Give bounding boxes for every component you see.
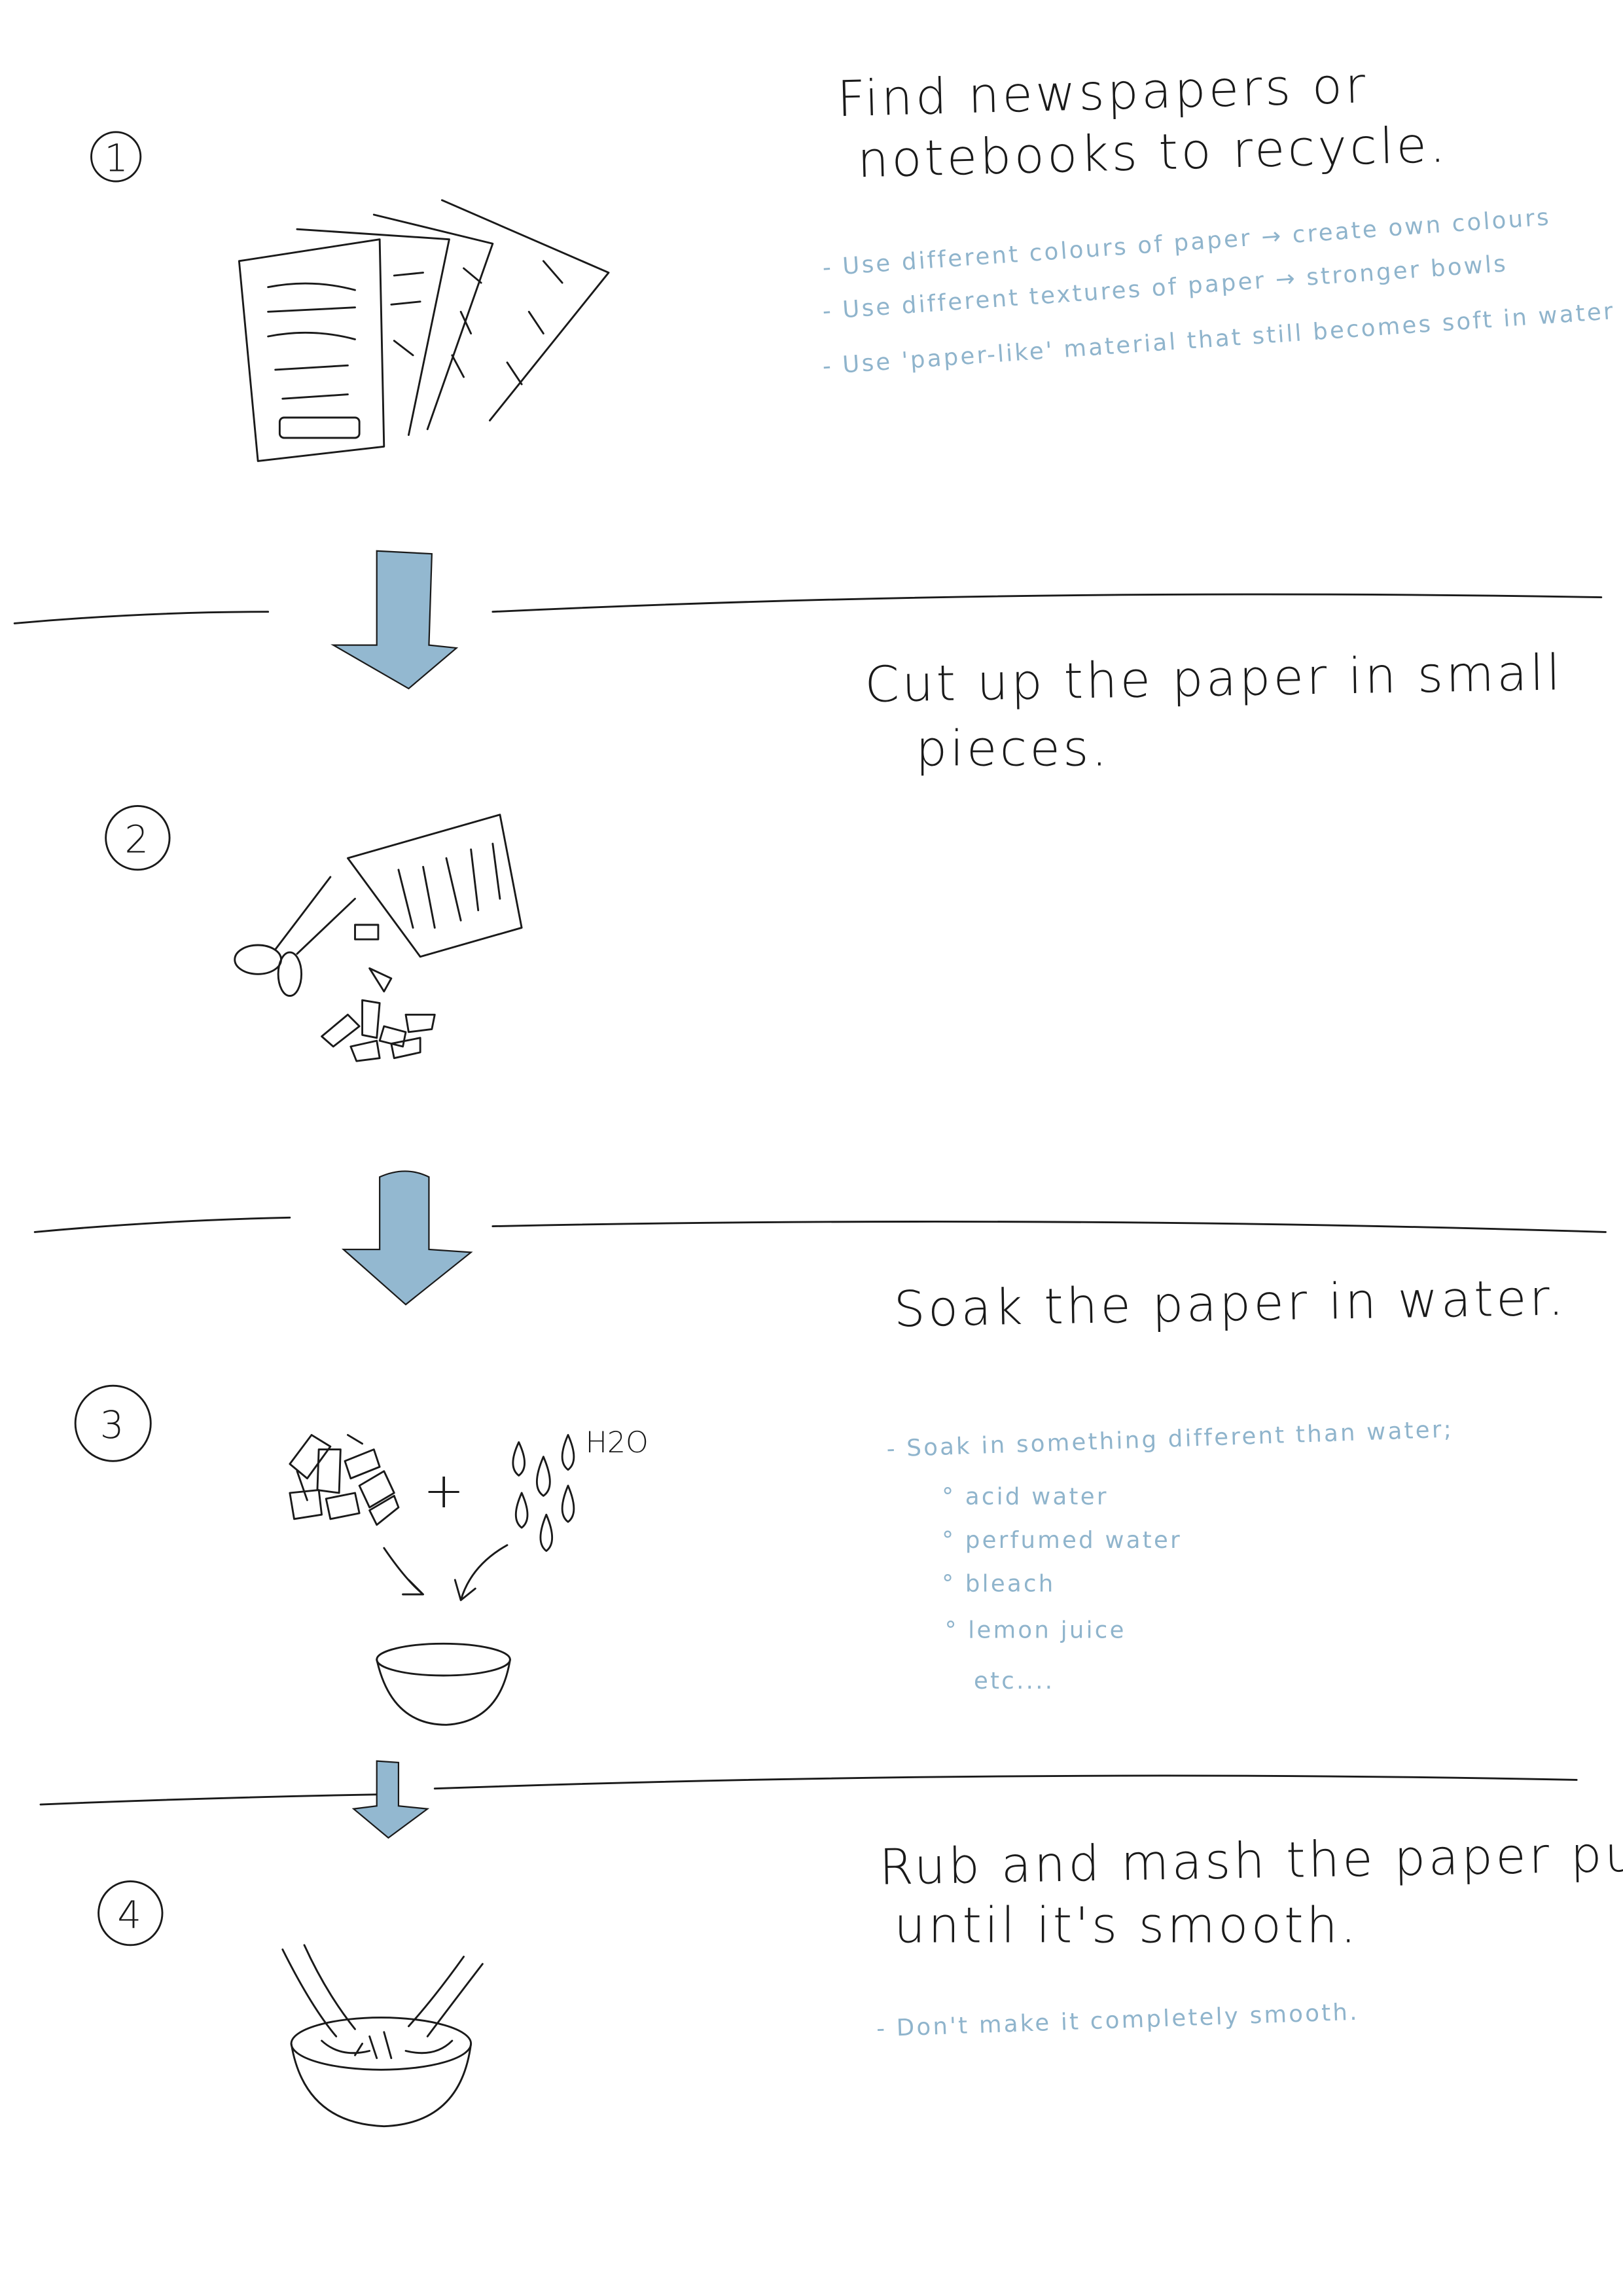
newspapers-sketch [238,199,610,462]
sub-note: ° lemon juice [945,1617,1126,1643]
step-number-circle [90,131,142,183]
divider [39,1774,1578,1806]
divider [33,1216,1607,1233]
down-arrow-icon [351,1760,430,1839]
divider [13,593,1603,624]
sub-note: ° acid water [942,1484,1108,1511]
step-title: until it's smooth. [894,1896,1359,1954]
step-title: notebooks to recycle. [857,116,1449,189]
step-number-circle [105,804,171,871]
step-number: 2 [124,817,149,861]
step-title: Cut up the paper in small [865,643,1563,713]
step-2: 2 Cut up the paper in small pieces. [105,643,1563,1062]
step-number-circle [74,1384,152,1462]
sub-note: ° bleach [942,1571,1055,1598]
plus-sign: + [423,1462,468,1519]
scissors-and-paper-sketch [234,814,523,1062]
bowl-sketch [376,1642,511,1726]
step-number: 4 [117,1893,141,1937]
step-4: 4 Rub and mash the paper pulp until it's… [98,1824,1623,2128]
step-note: - Don't make it completely smooth. [876,1999,1360,2043]
step-title: Find newspapers or [836,56,1369,128]
down-arrow-icon [341,1170,473,1306]
arrows-into-bowl [383,1544,508,1602]
paper-pieces-sketch [289,1433,400,1526]
hands-mashing-bowl-sketch [281,1944,484,2128]
step-number-circle [98,1880,164,1946]
step-title: Soak the paper in water. [893,1268,1567,1338]
step-number: 1 [104,137,128,181]
sub-note: ° perfumed water [942,1527,1182,1554]
step-1: 1 Find newspapers or notebooks to recycl… [90,56,1616,462]
down-arrow-icon [330,550,459,690]
step-title: pieces. [916,719,1110,777]
step-3: 3 Soak the paper in water. + H2O - Soak … [74,1268,1567,1726]
step-title: Rub and mash the paper pulp [879,1824,1623,1896]
step-number: 3 [100,1403,124,1447]
water-drops-icon [512,1433,575,1552]
h2o-label: H2O [586,1426,649,1460]
step-note: - Soak in something different than water… [886,1416,1454,1462]
sub-note: etc.... [974,1668,1054,1695]
